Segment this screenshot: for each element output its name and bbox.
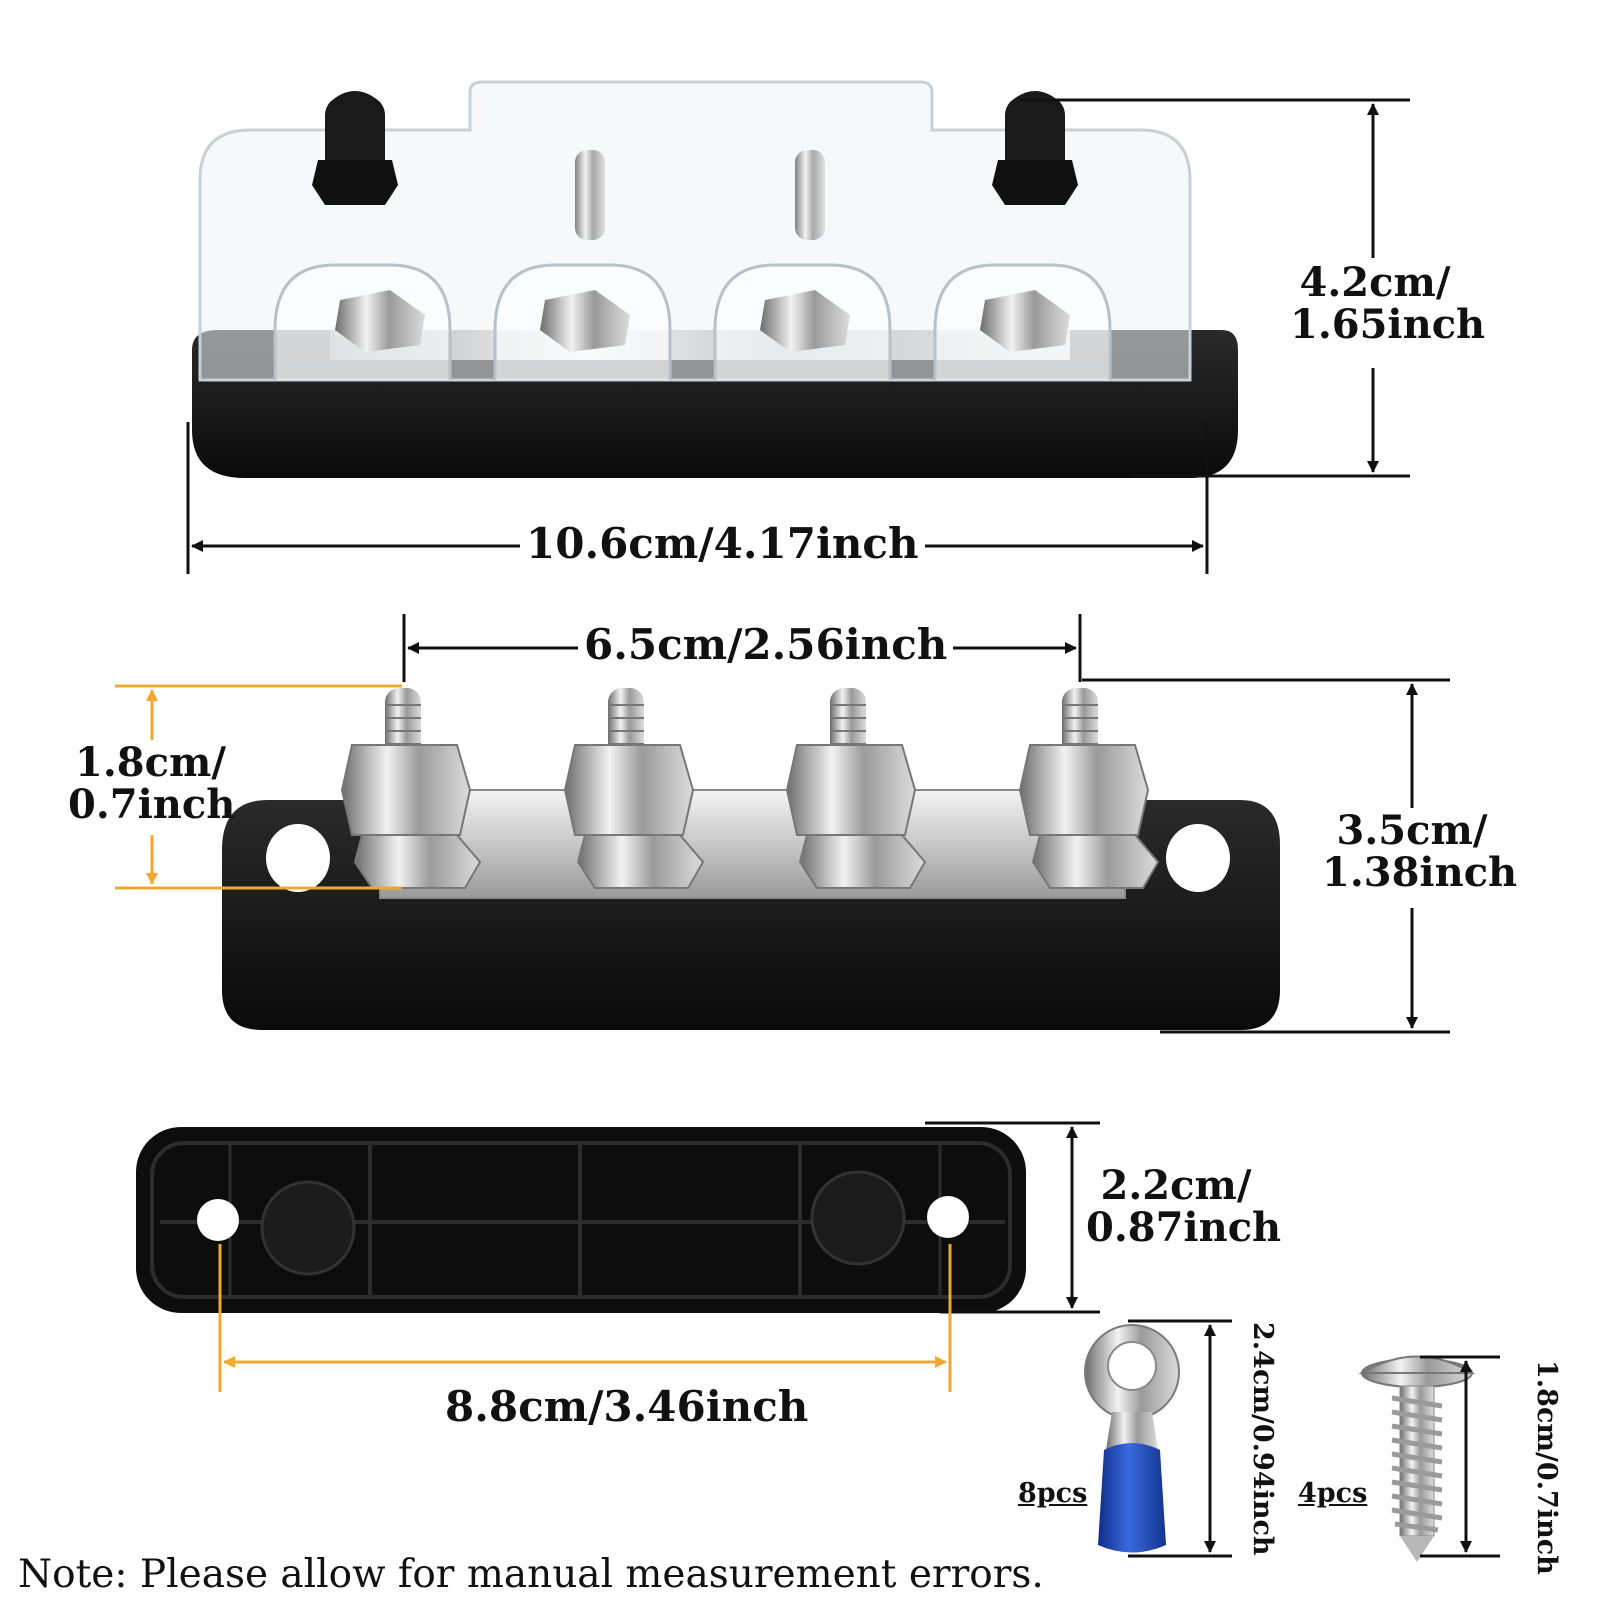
base-height-dimension	[1082, 678, 1450, 1034]
stud-height-cm: 1.8cm/	[75, 739, 226, 786]
stud-4	[1018, 688, 1160, 889]
top-height-cm: 4.2cm/	[1299, 259, 1451, 306]
cap-nut-right	[992, 91, 1078, 205]
top-length-dimension	[186, 422, 1209, 574]
top-height-dimension	[1020, 98, 1410, 478]
bottom-width-cm: 2.2cm/	[1100, 1162, 1252, 1209]
base-height-cm: 3.5cm/	[1336, 807, 1488, 854]
bottom-hole-right	[927, 1196, 969, 1238]
bus-plate	[379, 789, 1126, 899]
stud-height-in: 0.7inch	[68, 781, 236, 828]
mount-hole-left	[266, 824, 330, 892]
stud-height-dimension	[115, 684, 402, 890]
stud-3	[785, 688, 927, 889]
terminal-length-dimension	[1128, 1319, 1232, 1558]
bottom-width-dimension	[925, 1121, 1100, 1314]
cap-nut-left	[312, 91, 398, 205]
bottom-width-in: 0.87inch	[1086, 1204, 1282, 1251]
terminal-quantity: 8pcs	[1018, 1478, 1088, 1509]
base-height-label: 3.5cm/ 1.38inch	[1322, 807, 1518, 896]
bottom-hole-left	[197, 1199, 239, 1241]
mount-hole-right	[1166, 824, 1230, 892]
stud-2	[563, 688, 705, 889]
base-height-in: 1.38inch	[1322, 849, 1518, 896]
open-busbar-image	[222, 688, 1280, 1030]
screw-image	[1358, 1355, 1476, 1562]
covered-busbar-image	[192, 80, 1238, 478]
mount-hole-spacing-label: 8.8cm/3.46inch	[445, 1382, 809, 1431]
bottom-width-label: 2.2cm/ 0.87inch	[1086, 1162, 1282, 1251]
screw-quantity: 4pcs	[1298, 1478, 1368, 1509]
ring-terminal-image	[1084, 1324, 1180, 1553]
measurement-note: Note: Please allow for manual measuremen…	[18, 1552, 1044, 1597]
stud-1	[340, 688, 482, 889]
mount-hole-spacing-dimension	[218, 1244, 952, 1392]
top-length-label: 10.6cm/4.17inch	[520, 521, 925, 567]
top-height-label: 4.2cm/ 1.65inch	[1290, 259, 1486, 348]
top-height-in: 1.65inch	[1290, 301, 1486, 348]
stud-spacing-label: 6.5cm/2.56inch	[578, 622, 954, 668]
screw-length-label: 1.8cm/0.7inch	[1531, 1360, 1562, 1575]
stud-height-label: 1.8cm/ 0.7inch	[68, 739, 236, 828]
screw-length-dimension	[1420, 1355, 1500, 1558]
bottom-view-image	[136, 1127, 1026, 1313]
blue-insulator	[1098, 1443, 1166, 1553]
terminal-length-label: 2.4cm/0.94inch	[1247, 1322, 1278, 1556]
